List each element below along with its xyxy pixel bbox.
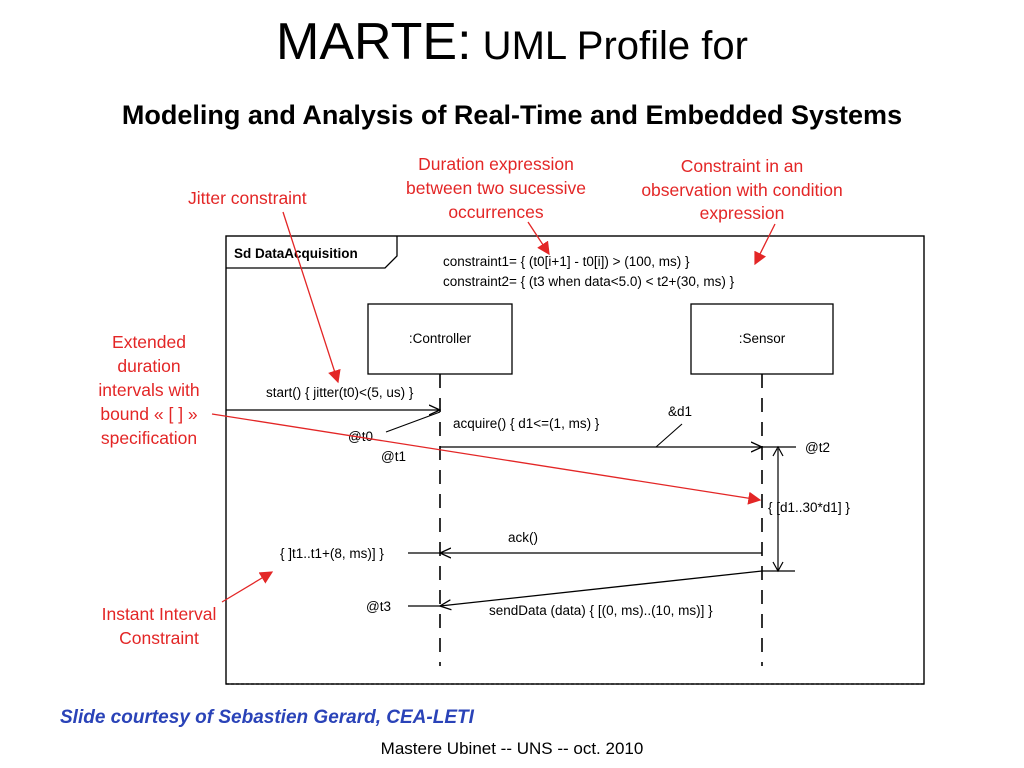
slide-footer: Mastere Ubinet -- UNS -- oct. 2010 [380, 739, 644, 758]
title-main: MARTE: [276, 13, 472, 71]
start-message-label: start() { jitter(t0)<(5, us) } [266, 385, 414, 400]
annotation-duration-expression: Duration expression between two sucessiv… [406, 154, 586, 222]
send-data-message-label: sendData (data) { [(0, ms)..(10, ms)] } [489, 603, 713, 618]
constraint1-text: constraint1= { (t0[i+1] - t0[i]) > (100,… [443, 254, 690, 269]
annotation-extended-duration-arrow [211, 413, 762, 505]
t1-label: @t1 [381, 449, 406, 464]
annotation-instant-interval: Instant Interval Constraint [102, 604, 217, 648]
annotation-constraint-observation-arrow [754, 223, 776, 266]
frame-label-tab [226, 236, 398, 269]
annotation-instant-interval-arrow [221, 571, 274, 603]
svg-text:Extended: Extended [112, 332, 186, 352]
svg-text:intervals with: intervals with [98, 380, 199, 400]
constraint2-text: constraint2= { (t3 when data<5.0) < t2+(… [443, 274, 735, 289]
annotation-constraint-observation: Constraint in an observation with condit… [641, 156, 842, 223]
annotation-jitter-arrow [282, 211, 341, 384]
t3-label: @t3 [366, 599, 391, 614]
t2-label: @t2 [805, 440, 830, 455]
slide-title: MARTE: UML Profile for [0, 12, 1024, 72]
title-rest: UML Profile for [471, 24, 748, 68]
annotation-jitter: Jitter constraint [188, 188, 307, 208]
instant-interval-label: { ]t1..t1+(8, ms)] } [280, 546, 384, 561]
duration-bracket-top [772, 445, 784, 457]
svg-text:specification: specification [101, 428, 197, 448]
svg-text:duration: duration [117, 356, 180, 376]
svg-text:between two sucessive: between two sucessive [406, 178, 586, 198]
acquire-message-label: acquire() { d1<=(1, ms) } [453, 416, 600, 431]
svg-text:occurrences: occurrences [448, 202, 544, 222]
controller-label: :Controller [409, 331, 472, 346]
slide-credit: Slide courtesy of Sebastien Gerard, CEA-… [60, 707, 474, 728]
svg-text:Constraint in an: Constraint in an [681, 156, 804, 176]
svg-text:expression: expression [700, 203, 785, 223]
svg-text:Instant Interval: Instant Interval [102, 604, 217, 624]
send-data-message-arrow [440, 570, 763, 606]
sensor-label: :Sensor [739, 331, 786, 346]
svg-text:Constraint: Constraint [119, 628, 199, 648]
controller-lifeline-head [367, 303, 513, 375]
slide-subtitle: Modeling and Analysis of Real-Time and E… [121, 100, 903, 130]
duration-interval-label: { [d1..30*d1] } [768, 500, 850, 515]
svg-text:bound « [ ] »: bound « [ ] » [100, 404, 198, 424]
ack-message-label: ack() [508, 530, 538, 545]
d1-connector [655, 423, 683, 448]
t0-label: @t0 [348, 429, 373, 444]
t0-connector [385, 411, 441, 433]
svg-text:Duration expression: Duration expression [418, 154, 574, 174]
d1-label: &d1 [668, 404, 692, 419]
annotation-duration-expression-arrow [527, 221, 550, 256]
annotation-extended-duration: Extended duration intervals with bound «… [98, 332, 199, 448]
sensor-lifeline-head [690, 303, 834, 375]
svg-text:observation with condition: observation with condition [641, 180, 842, 200]
